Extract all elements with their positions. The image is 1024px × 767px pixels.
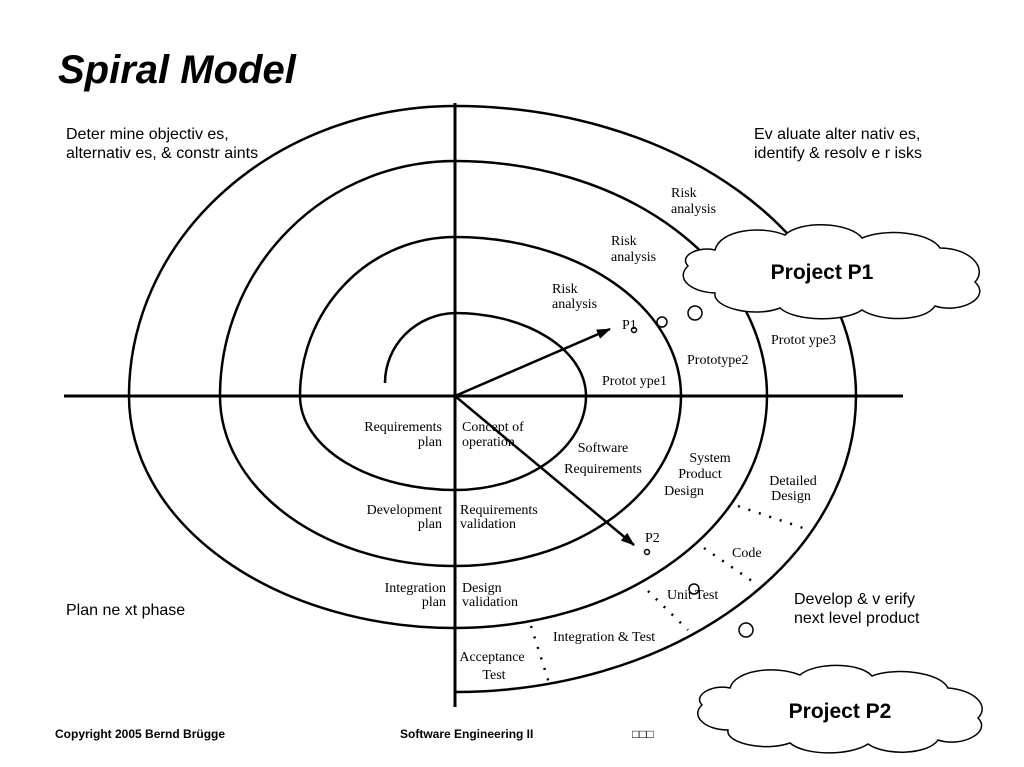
integration-plan-label: plan: [422, 595, 446, 610]
unit-test-label: Unit Test: [667, 588, 718, 603]
marker-circle: [630, 326, 638, 334]
slide-title: Spiral Model: [58, 48, 296, 92]
spiral-loop-1: [383, 311, 588, 492]
requirements-plan-label: plan: [418, 435, 442, 450]
development-plan-label: Development: [367, 503, 443, 518]
footer-copyright: Copyright 2005 Bernd Brügge: [55, 727, 226, 741]
requirements-validation-label: validation: [460, 517, 516, 532]
footer-page-number: □□□: [632, 727, 654, 741]
quadrant-label-develop-verify: Develop & v erify next level product: [794, 591, 920, 627]
design-validation-label: Design: [462, 581, 502, 596]
marker-circle: [738, 622, 754, 638]
prototype-3-label: Protot ype3: [771, 333, 836, 348]
marker-circle: [687, 305, 703, 321]
software-requirements-label: Requirements: [564, 462, 642, 477]
requirements-plan-label: Requirements: [364, 420, 442, 435]
detailed-design-label: Design: [771, 489, 811, 504]
prototype-1-label: Protot ype1: [602, 374, 667, 389]
acceptance-test-label: Test: [482, 668, 505, 683]
risk-analysis-label: analysis: [552, 297, 597, 312]
project-p1-label: Project P1: [771, 261, 874, 284]
p2-label: P2: [645, 531, 660, 546]
p1-label: P1: [622, 318, 637, 333]
quadrant-label-determine-objectives: Deter mine objectiv es, alternativ es, &…: [66, 126, 259, 162]
quadrant-label-plan-next-phase: Plan ne xt phase: [66, 602, 186, 619]
code-label: Code: [732, 546, 762, 561]
arrow-p2: [454, 395, 635, 546]
arrow-p1: [454, 327, 611, 398]
acceptance-test-label: Acceptance: [459, 650, 524, 665]
project-p2-label: Project P2: [789, 700, 892, 723]
risk-analysis-label: analysis: [671, 202, 716, 217]
design-validation-label: validation: [462, 595, 518, 610]
spiral-loop-3: [218, 159, 769, 630]
risk-analysis-label: Risk: [611, 234, 637, 249]
detailed-design-label: Detailed: [769, 474, 816, 489]
spiral-loop-2: [298, 235, 683, 568]
spiral-loop-4: [127, 104, 858, 694]
project-p2-cloud: Project P2: [697, 664, 983, 754]
system-product-design-label: System: [689, 451, 730, 466]
marker-circle: [656, 316, 668, 328]
integration-test-label: Integration & Test: [553, 630, 655, 645]
marker-circle: [643, 548, 651, 556]
marker-circle: [688, 583, 700, 595]
requirements-validation-label: Requirements: [460, 503, 538, 518]
risk-analysis-label: analysis: [611, 250, 656, 265]
footer-course-title: Software Engineering II: [400, 727, 534, 741]
system-product-design-label: Product: [678, 467, 722, 482]
risk-analysis-label: Risk: [671, 186, 697, 201]
development-plan-label: plan: [418, 517, 442, 532]
quadrant-label-evaluate-alternatives: Ev aluate alter nativ es, identify & res…: [754, 126, 923, 162]
concept-of-operation-label: operation: [462, 435, 515, 450]
concept-of-operation-label: Concept of: [462, 420, 524, 435]
project-p1-cloud: Project P1: [682, 224, 981, 320]
risk-analysis-label: Risk: [552, 282, 578, 297]
software-requirements-label: Software: [578, 441, 629, 456]
prototype-2-label: Prototype2: [687, 353, 748, 368]
integration-plan-label: Integration: [385, 581, 446, 596]
system-product-design-label: Design: [664, 484, 704, 499]
